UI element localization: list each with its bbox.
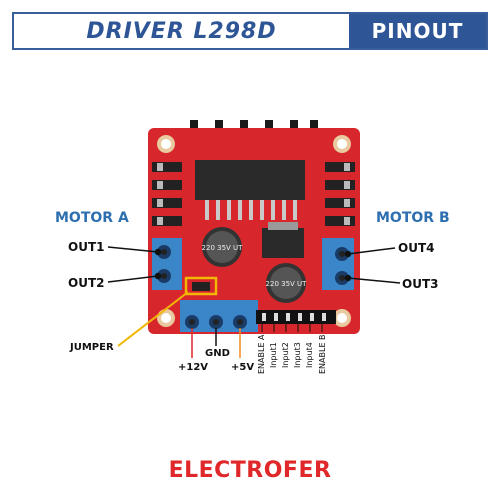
jumper-pointer	[117, 291, 189, 347]
cap-label-right: 220 35V UT	[266, 280, 308, 288]
out2-label: OUT2	[68, 276, 104, 290]
out1-label: OUT1	[68, 240, 104, 254]
chip-pins	[205, 200, 297, 220]
cap-label-left: 220 35V UT	[202, 244, 244, 252]
jumper-label: JUMPER	[69, 342, 114, 353]
title-box: DRIVER L298D	[14, 14, 349, 48]
gnd-label: GND	[205, 348, 230, 359]
page-title: DRIVER L298D	[86, 18, 277, 44]
input4-label: Input4	[305, 342, 314, 368]
title-banner: DRIVER L298D PINOUT	[12, 12, 488, 50]
l298-chip	[195, 160, 305, 200]
terminal-block-out-right	[322, 238, 354, 290]
brand-logo: ELECTROFER	[0, 458, 500, 483]
terminal-block-out-left	[152, 238, 182, 290]
input1-label: Input1	[269, 342, 278, 368]
capacitor-left: 220 35V UT	[202, 227, 244, 267]
capacitor-right: 220 35V UT	[266, 263, 308, 303]
pointer-lines	[107, 246, 401, 358]
enable-b-label: ENABLE B	[318, 334, 327, 374]
enable-a-label: ENABLE A	[257, 334, 266, 374]
brand-name: ELECTROFER	[168, 458, 332, 483]
terminal-block-power	[180, 300, 258, 332]
pinout-tag-label: PINOUT	[371, 19, 464, 43]
motor-b-label: MOTOR B	[376, 210, 450, 226]
pinout-tag: PINOUT	[349, 14, 486, 48]
input3-label: Input3	[293, 342, 302, 368]
voltage-regulator	[262, 222, 304, 258]
input2-label: Input2	[281, 342, 290, 368]
diodes-left	[152, 162, 182, 226]
v12-label: +12V	[178, 362, 208, 373]
jumper-cap	[192, 282, 210, 291]
out4-label: OUT4	[398, 241, 434, 255]
jumper-highlight	[184, 276, 218, 296]
motor-a-label: MOTOR A	[55, 210, 129, 226]
diodes-right	[325, 162, 355, 226]
control-header	[256, 310, 336, 324]
out3-label: OUT3	[402, 277, 438, 291]
v5-label: +5V	[231, 362, 254, 373]
